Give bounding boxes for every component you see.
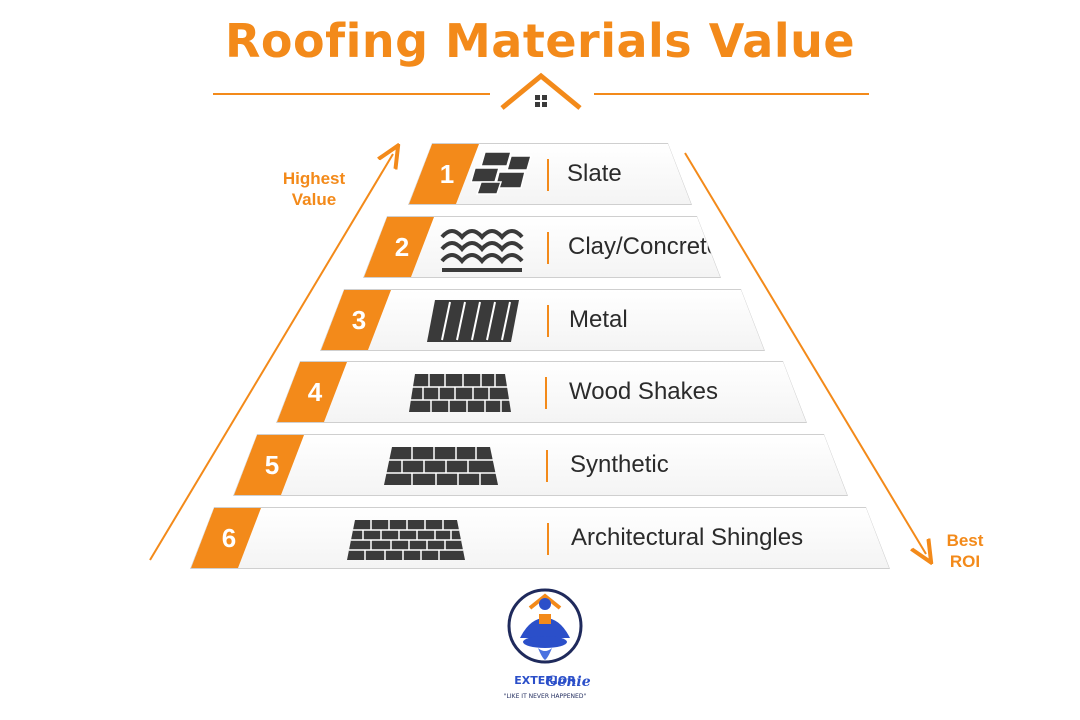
tier-architectural-shingles: 6 Architectural Shingles bbox=[190, 507, 890, 569]
highest-value-label: Highest Value bbox=[282, 169, 346, 209]
tier-wood-shakes: 4 Wood Shakes bbox=[276, 361, 807, 423]
tier-metal: 3 Metal bbox=[320, 289, 765, 351]
metal-panel-icon bbox=[423, 296, 523, 346]
rank-badge: 5 bbox=[234, 435, 304, 495]
tier-divider bbox=[547, 523, 549, 555]
tier-clay-concrete: 2 Clay/Concrete bbox=[363, 216, 721, 278]
logo-wordmark-exterior: EXTERIOR bbox=[514, 674, 576, 687]
tier-label: Wood Shakes bbox=[569, 378, 718, 405]
slate-tiles-icon bbox=[471, 150, 539, 198]
tier-slate: 1 Slate bbox=[408, 143, 692, 205]
exterior-genie-logo: EXTERIOR Genie "LIKE IT NEVER HAPPENED" bbox=[504, 588, 591, 700]
wood-shakes-icon bbox=[405, 368, 515, 416]
highest-value-arrow bbox=[149, 154, 393, 561]
tier-synthetic: 5 Synthetic bbox=[233, 434, 848, 496]
rank-badge: 6 bbox=[191, 508, 261, 568]
tier-divider bbox=[546, 450, 548, 482]
tier-label: Metal bbox=[569, 306, 628, 333]
rank-badge: 1 bbox=[409, 144, 479, 204]
page-title: Roofing Materials Value bbox=[224, 14, 856, 68]
rank-badge: 2 bbox=[364, 217, 434, 277]
tier-label: Clay/Concrete bbox=[568, 233, 720, 260]
logo-tagline: "LIKE IT NEVER HAPPENED" bbox=[504, 693, 587, 700]
rank-badge: 4 bbox=[277, 362, 347, 422]
clay-tile-icon bbox=[440, 223, 526, 273]
tier-label: Architectural Shingles bbox=[571, 524, 804, 551]
synthetic-shingle-icon bbox=[378, 441, 504, 489]
tier-divider bbox=[545, 377, 547, 409]
title-divider-right bbox=[594, 93, 869, 95]
best-roi-label: Best ROI bbox=[946, 531, 984, 571]
architectural-shingle-icon bbox=[341, 514, 471, 564]
logo-wordmark-genie: Genie bbox=[545, 674, 590, 690]
tier-label: Synthetic bbox=[570, 451, 669, 478]
tier-divider bbox=[547, 305, 549, 337]
house-icon bbox=[500, 72, 582, 110]
rank-badge: 3 bbox=[321, 290, 391, 350]
tier-label: Slate bbox=[567, 160, 622, 187]
tier-divider bbox=[547, 159, 549, 191]
tier-divider bbox=[547, 232, 549, 264]
title-divider-left bbox=[213, 93, 490, 95]
